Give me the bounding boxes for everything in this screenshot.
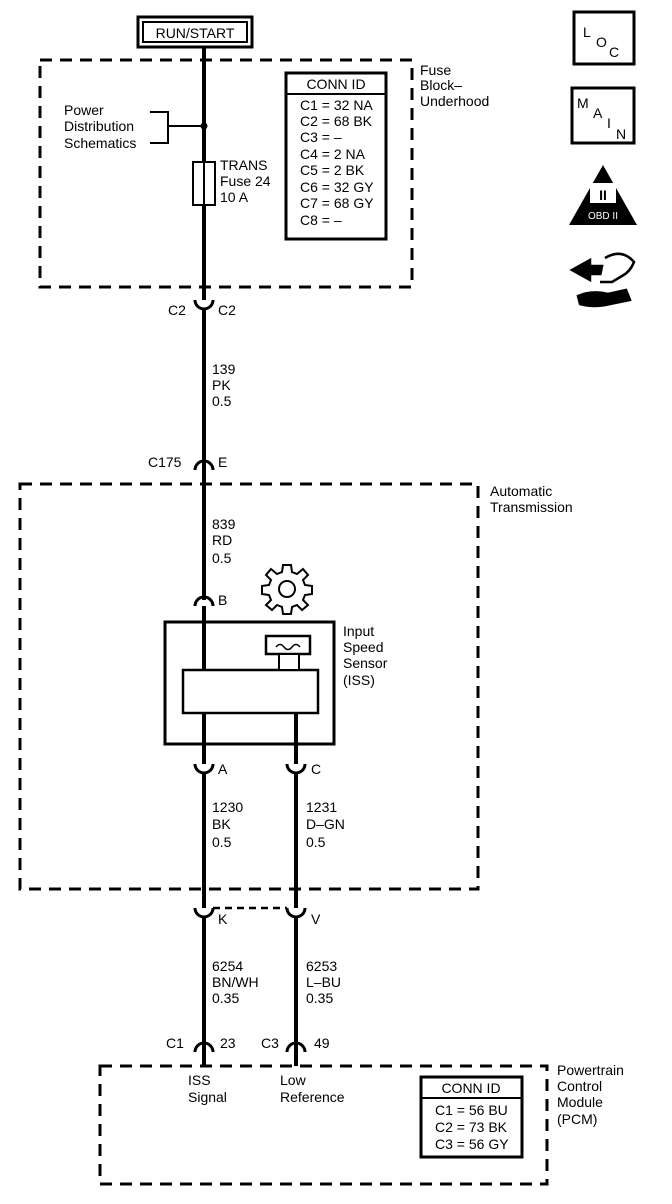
svg-text:E: E	[218, 454, 227, 470]
power-source-label: RUN/START	[136, 15, 254, 49]
power-distribution-label: Power Distribution Schematics	[64, 102, 138, 151]
connector-k-v: K V	[193, 906, 321, 927]
svg-text:A: A	[218, 761, 228, 777]
sensor-label: Input Speed Sensor (ISS)	[343, 623, 391, 688]
svg-text:I: I	[607, 115, 611, 131]
connector-a: A	[193, 761, 228, 777]
svg-text:C: C	[609, 44, 619, 60]
power-distribution-ref: Power Distribution Schematics	[64, 102, 208, 151]
transmission-title: Automatic Transmission	[490, 483, 573, 515]
wire-6254-label: 6254 BN/WH 0.35	[212, 958, 263, 1006]
low-reference-label: Low Reference	[280, 1072, 345, 1105]
iss-signal-label: ISS Signal	[188, 1072, 227, 1105]
pcm-box	[98, 1064, 549, 1186]
main-icon[interactable]: M A I N	[570, 86, 636, 145]
svg-text:A: A	[593, 105, 603, 121]
wire-1231-label: 1231 D–GN 0.5	[306, 799, 349, 850]
svg-text:C2: C2	[218, 302, 236, 318]
connector-k-label: K	[218, 911, 228, 927]
svg-text:C175: C175	[148, 454, 182, 470]
svg-text:C: C	[311, 761, 321, 777]
loc-icon[interactable]: L O C	[572, 10, 636, 66]
svg-text:C2: C2	[168, 302, 186, 318]
connector-c2: C2 C2	[168, 299, 236, 318]
pcm-conn-id-list: C1 = 56 BU C2 = 73 BK C3 = 56 GY	[435, 1102, 512, 1152]
svg-text:O: O	[596, 34, 607, 50]
transmission-box	[18, 482, 480, 891]
svg-text:OBD II: OBD II	[588, 211, 618, 222]
connector-pcm-c1: C1 23	[166, 1035, 236, 1066]
conn-id-list: C1 = 32 NA C2 = 68 BK C3 = – C4 = 2 NA C…	[300, 97, 377, 228]
wire-139-label: 139 PK 0.5	[212, 361, 239, 409]
svg-text:M: M	[577, 95, 589, 111]
conn-id-title: CONN ID	[306, 76, 365, 92]
pcm-conn-id-table: CONN ID C1 = 56 BU C2 = 73 BK C3 = 56 GY	[419, 1075, 524, 1159]
input-speed-sensor	[163, 606, 336, 746]
connector-v-label: V	[311, 911, 321, 927]
connector-c: C	[285, 761, 321, 777]
fuse-label: TRANS Fuse 24 10 A	[220, 157, 274, 205]
wire-1230-label: 1230 BK 0.5	[212, 799, 247, 850]
svg-text:C3: C3	[261, 1035, 279, 1051]
wire-839-label: 839 RD 0.5	[212, 516, 239, 566]
fuse-block-title: Fuse Block– Underhood	[420, 62, 489, 109]
diagnostic-flow-icon[interactable]	[569, 252, 636, 308]
svg-text:L: L	[583, 24, 591, 40]
gear-icon	[261, 564, 313, 615]
svg-text:C1: C1	[166, 1035, 184, 1051]
fuse-block-box	[38, 58, 414, 289]
run-start-text: RUN/START	[156, 25, 235, 41]
connector-pcm-c3: C3 49	[261, 1035, 330, 1066]
fuse-block-conn-id-table: CONN ID C1 = 32 NA C2 = 68 BK C3 = – C4 …	[284, 71, 388, 241]
wire-6253-label: 6253 L–BU 0.35	[306, 958, 345, 1006]
svg-text:II: II	[599, 187, 607, 203]
pcm-title: Powertrain Control Module (PCM)	[557, 1062, 628, 1127]
svg-text:B: B	[218, 592, 227, 608]
fuse-24: TRANS Fuse 24 10 A	[192, 157, 274, 206]
svg-text:49: 49	[314, 1035, 330, 1051]
svg-text:23: 23	[220, 1035, 236, 1051]
svg-text:N: N	[616, 126, 626, 142]
connector-b: B	[193, 592, 227, 608]
pcm-conn-id-title: CONN ID	[441, 1080, 500, 1096]
obd-ii-icon[interactable]: II OBD II	[569, 165, 637, 225]
connector-c175: C175 E	[148, 454, 227, 471]
